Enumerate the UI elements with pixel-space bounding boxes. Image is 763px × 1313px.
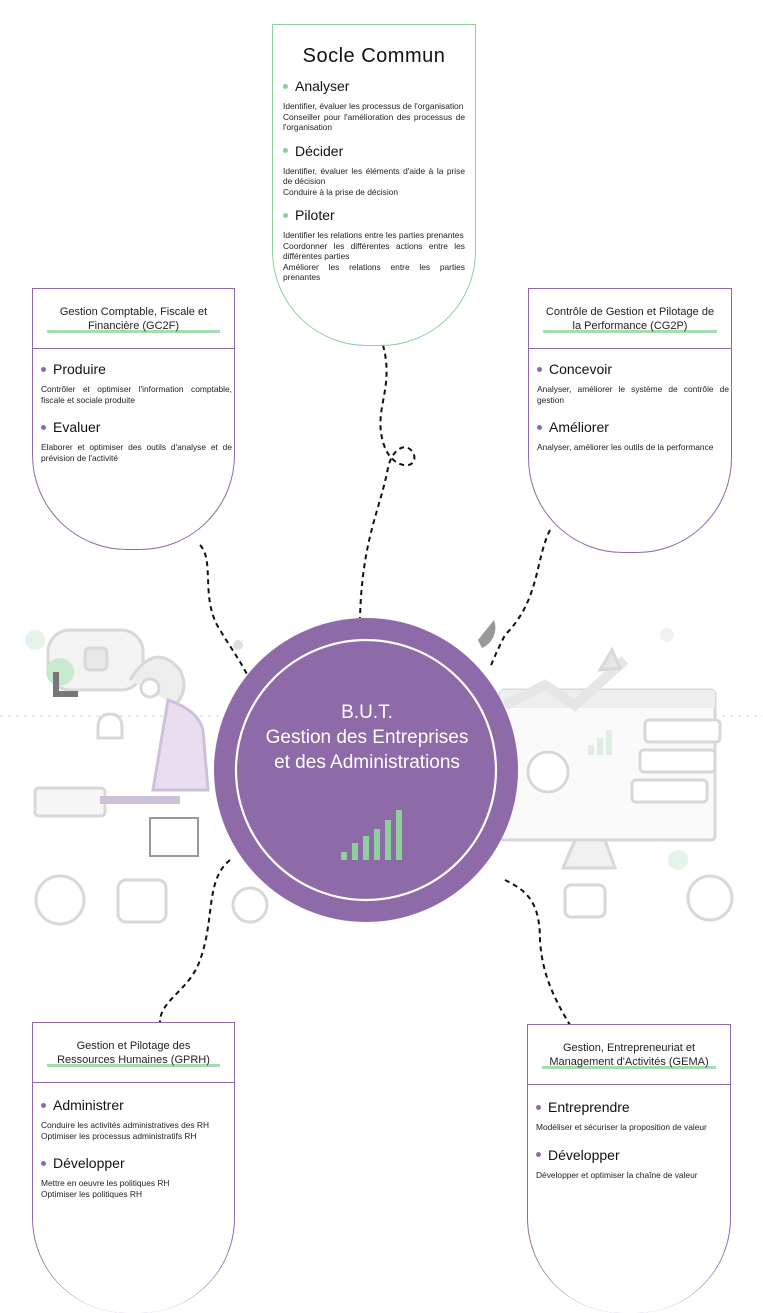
section-evaluer: Evaluer [41,419,232,435]
section-title: Concevoir [549,361,613,377]
section-description: Développer et optimiser la chaîne de val… [536,1170,726,1181]
section-description: Identifier, évaluer les processus de l'o… [283,101,465,133]
section-title: Piloter [295,207,335,223]
description-line: Développer et optimiser la chaîne de val… [536,1169,698,1180]
cg2p-title: Contrôle de Gestion et Pilotage de la Pe… [543,304,717,333]
description-line: Coordonner les différentes actions entre… [283,240,465,262]
gprh-card: Gestion et Pilotage des Ressources Humai… [32,1022,235,1313]
description-line: Modéliser et sécuriser la proposition de… [536,1122,707,1132]
section-decider: Décider [283,143,465,159]
cg2p-card: Contrôle de Gestion et Pilotage de la Pe… [528,288,732,553]
section-description: Elaborer et optimiser des outils d'analy… [41,442,232,463]
description-line: Conduire les activités administratives d… [41,1120,210,1130]
section-ameliorer: Améliorer [537,419,729,435]
gc2f-title: Gestion Comptable, Fiscale et Financière… [47,304,220,333]
section-produire: Produire [41,361,232,377]
section-concevoir: Concevoir [537,361,729,377]
section-piloter: Piloter [283,207,465,223]
bullet-icon [41,424,46,430]
dashed-connectors [159,344,571,1026]
bar-chart-icon [341,810,402,860]
section-analyser: Analyser [283,78,465,94]
section-description: Identifier, évaluer les éléments d'aide … [283,166,465,198]
description-line: Optimiser les politiques RH [41,1188,142,1199]
gema-title: Gestion, Entrepreneuriat et Management d… [542,1040,716,1069]
bullet-icon [283,212,288,218]
section-description: Mettre en oeuvre les politiques RH Optim… [41,1178,230,1199]
socle-commun-title: Socle Commun [302,45,446,67]
section-entreprendre: Entreprendre [536,1099,726,1115]
description-line: Conseiller pour l'amélioration des proce… [283,111,465,133]
section-description: Modéliser et sécuriser la proposition de… [536,1122,726,1133]
section-title: Améliorer [549,419,609,435]
gprh-header: Gestion et Pilotage des Ressources Humai… [33,1023,234,1083]
section-description: Conduire les activités administratives d… [41,1120,230,1141]
central-circle [214,618,518,922]
gprh-title: Gestion et Pilotage des Ressources Humai… [47,1038,220,1067]
description-line: Identifier, évaluer les processus de l'o… [283,101,464,111]
center-title: B.U.T. Gestion des Entreprises et des Ad… [232,700,502,775]
bullet-icon [41,366,46,372]
section-title: Développer [53,1155,125,1171]
bullet-icon [283,83,288,89]
section-description: Analyser, améliorer le système de contrô… [537,384,729,405]
description-line: Elaborer et optimiser des outils d'analy… [41,442,232,463]
bullet-icon [536,1104,541,1110]
section-title: Analyser [295,78,350,94]
section-title: Evaluer [53,419,101,435]
section-title: Développer [548,1146,620,1163]
description-line: Analyser, améliorer le système de contrô… [537,384,729,405]
section-developper: Développer [41,1155,230,1171]
gema-card: Gestion, Entrepreneuriat et Management d… [527,1024,731,1313]
section-title: Administrer [53,1097,124,1113]
description-line: Optimiser les processus administratifs R… [41,1130,197,1141]
socle-commun-card: Socle Commun Analyser Identifier, évalue… [272,24,476,346]
person-at-desk-illustration [25,628,269,926]
description-line: Améliorer les relations entre les partie… [283,261,465,283]
section-description: Contrôler et optimiser l'information com… [41,384,232,405]
cg2p-header: Contrôle de Gestion et Pilotage de la Pe… [529,289,731,349]
section-description: Identifier les relations entre les parti… [283,230,465,283]
bullet-icon [283,148,288,153]
gc2f-card: Gestion Comptable, Fiscale et Financière… [32,288,235,550]
section-title: Entreprendre [548,1099,630,1115]
description-line: Identifier, évaluer les éléments d'aide … [283,165,465,187]
section-developper: Développer [536,1147,726,1163]
section-title: Produire [53,361,106,377]
section-title: Décider [295,142,344,159]
description-line: Identifier les relations entre les parti… [283,230,464,240]
center-title-line3: et des Administrations [274,752,460,773]
section-administrer: Administrer [41,1097,230,1113]
description-line: Mettre en oeuvre les politiques RH [41,1178,170,1188]
bullet-icon [41,1102,46,1108]
gema-header: Gestion, Entrepreneuriat et Management d… [528,1025,730,1085]
bullet-icon [537,366,542,372]
description-line: Conduire à la prise de décision [283,186,398,197]
center-title-line2: Gestion des Entreprises [265,727,469,748]
bullet-icon [41,1160,46,1166]
description-line: Analyser, améliorer les outils de la per… [537,442,714,452]
bullet-icon [537,424,542,430]
description-line: Contrôler et optimiser l'information com… [41,384,232,405]
center-title-line1: B.U.T. [341,702,393,723]
gc2f-header: Gestion Comptable, Fiscale et Financière… [33,289,234,349]
bullet-icon [536,1152,541,1157]
monitor-charts-illustration [478,620,734,922]
section-description: Analyser, améliorer les outils de la per… [537,442,729,453]
